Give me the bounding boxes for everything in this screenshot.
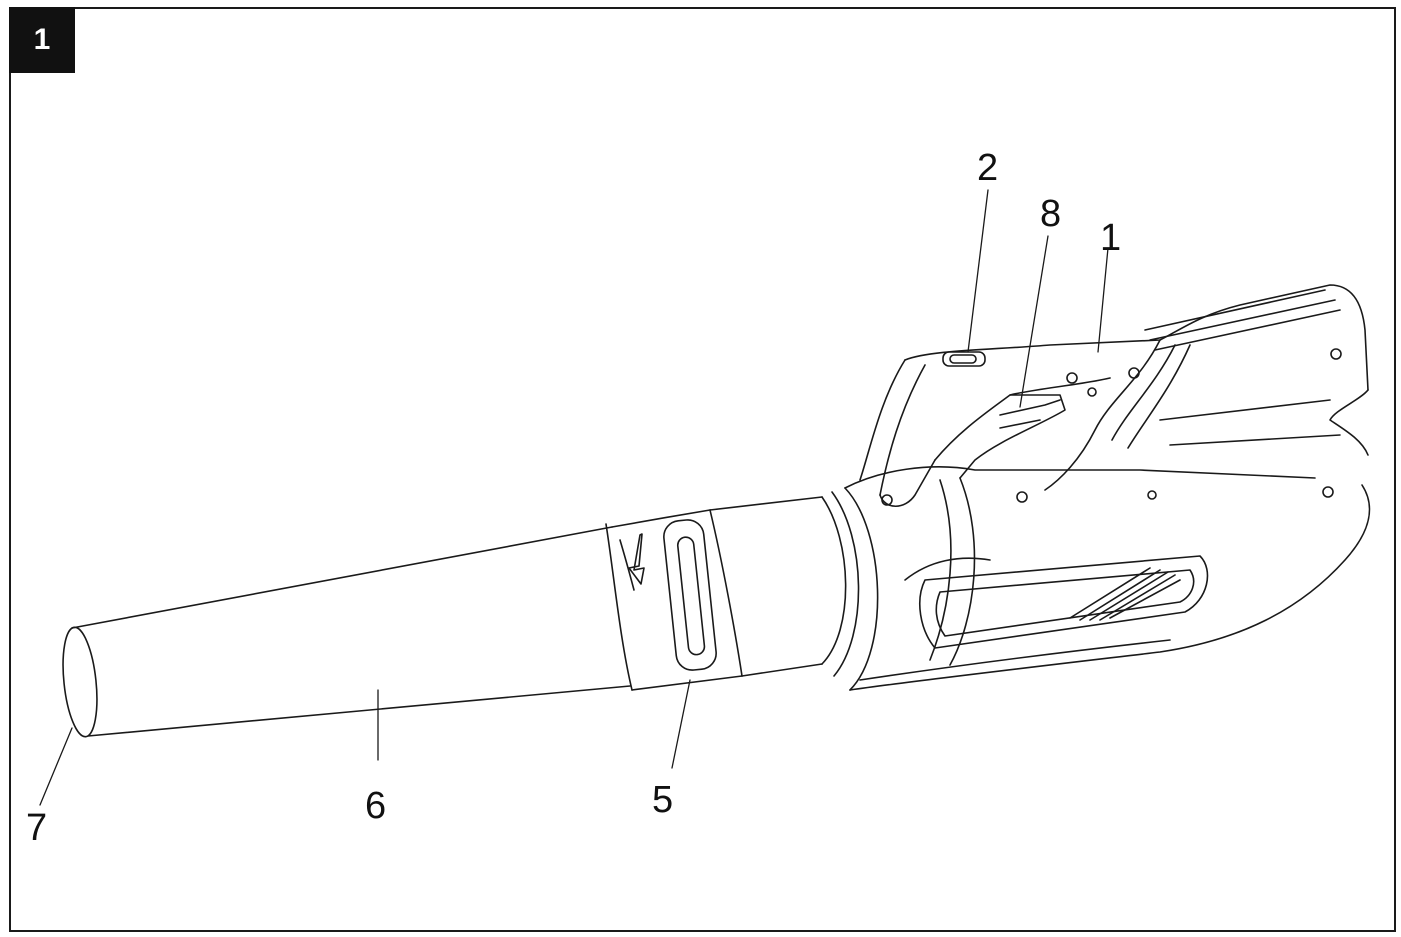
leader-2 bbox=[967, 189, 989, 353]
callout-6: 6 bbox=[365, 785, 386, 827]
speed-switch bbox=[942, 351, 986, 367]
leader-8 bbox=[1019, 235, 1049, 408]
leader-lines bbox=[39, 189, 1109, 806]
trigger-guard bbox=[859, 359, 1140, 508]
callout-8: 8 bbox=[1040, 193, 1061, 235]
leader-5 bbox=[671, 679, 691, 769]
callout-1: 1 bbox=[1100, 217, 1121, 259]
blower-tube bbox=[62, 526, 631, 738]
side-vent-panel bbox=[919, 555, 1209, 649]
callout-7: 7 bbox=[26, 807, 47, 849]
leader-7 bbox=[39, 727, 73, 806]
leader-1 bbox=[1097, 247, 1109, 353]
motor-housing bbox=[844, 466, 1371, 691]
figure-number-badge: 1 bbox=[9, 7, 75, 73]
tube-coupling-ring bbox=[605, 509, 743, 691]
trigger-lever bbox=[999, 399, 1061, 429]
front-housing-tube bbox=[709, 487, 879, 691]
callout-2: 2 bbox=[977, 147, 998, 189]
figure-frame bbox=[9, 7, 1396, 932]
handle-assembly bbox=[904, 284, 1369, 491]
callout-5: 5 bbox=[652, 779, 673, 821]
